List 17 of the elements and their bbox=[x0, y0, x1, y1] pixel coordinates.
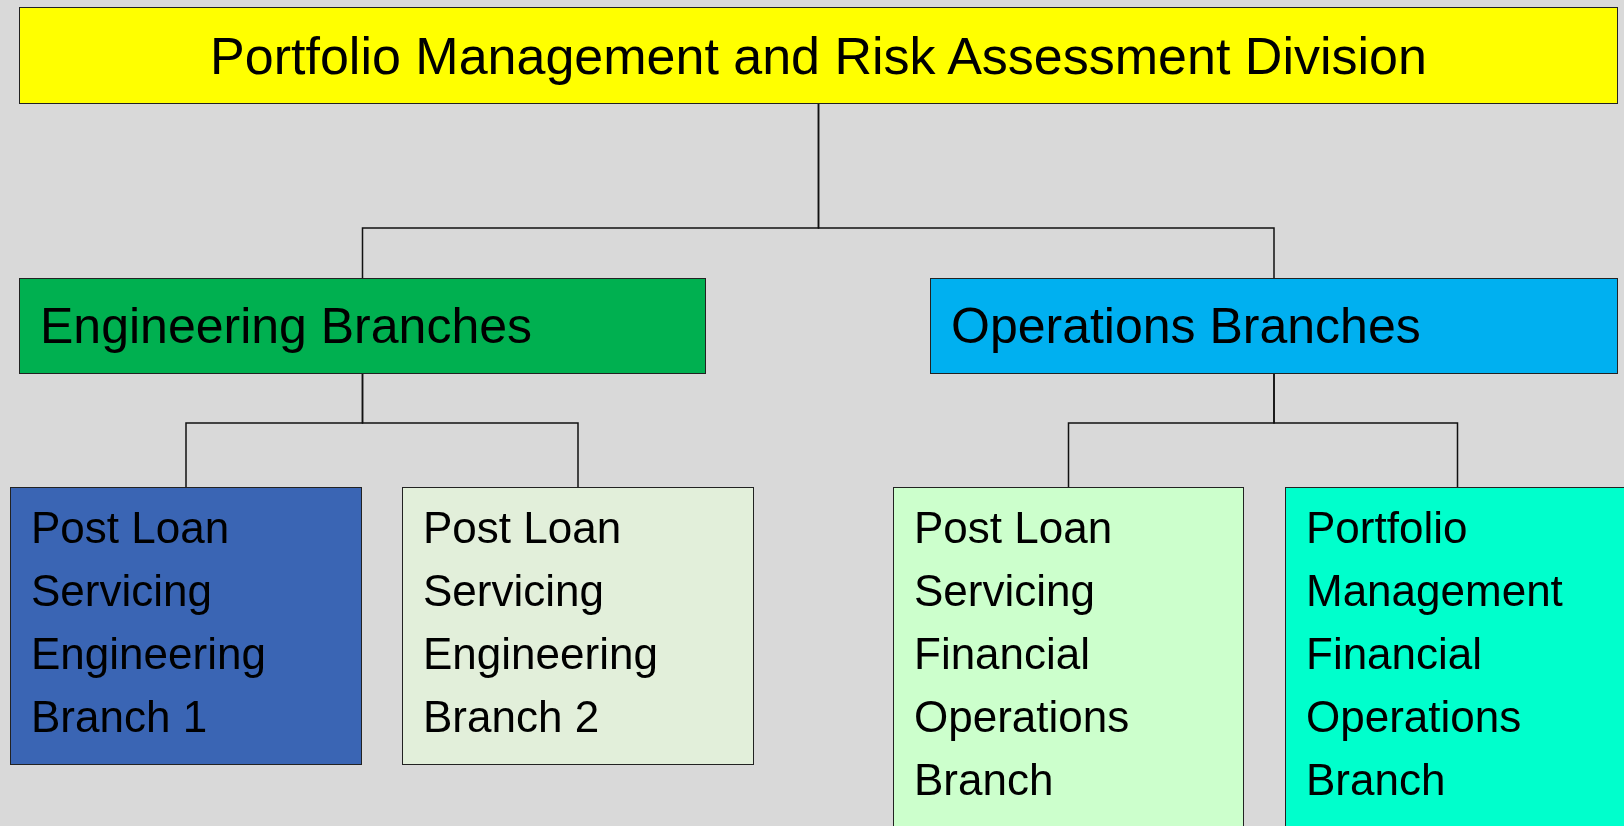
division-box bbox=[19, 7, 1618, 104]
branch-box bbox=[402, 487, 754, 765]
branch-box bbox=[1285, 487, 1624, 826]
box-label: Operations Branches bbox=[951, 297, 1421, 355]
box-label: Engineering Branches bbox=[40, 297, 532, 355]
connector-line bbox=[361, 373, 579, 488]
connector-line bbox=[817, 103, 1275, 279]
branch-group-box bbox=[19, 278, 706, 374]
box-label: Post Loan Servicing Engineering Branch 2 bbox=[423, 502, 659, 743]
box-label: Post Loan Servicing Engineering Branch 1 bbox=[31, 502, 267, 743]
branch-box bbox=[10, 487, 362, 765]
connector-line bbox=[1273, 373, 1459, 488]
branch-box bbox=[893, 487, 1244, 826]
branch-group-box bbox=[930, 278, 1618, 374]
box-label: Portfolio Management Financial Operations Branch bbox=[1306, 502, 1564, 806]
box-label: Post Loan Servicing Financial Operations Branch bbox=[914, 502, 1131, 806]
box-label: Portfolio Management and Risk Assessment Division bbox=[210, 25, 1427, 86]
